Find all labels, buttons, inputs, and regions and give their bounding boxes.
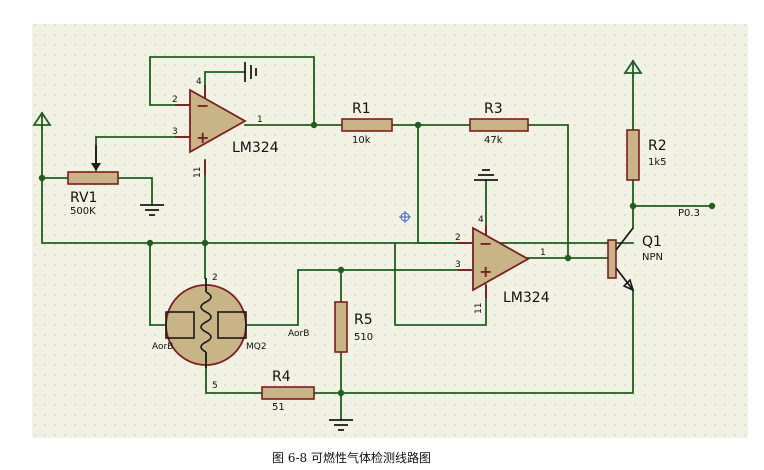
power-arrow-left	[32, 111, 52, 129]
schematic-grid	[32, 24, 748, 438]
sensor-pin-b: AorB	[288, 329, 309, 339]
resistor-r3: R3 47k	[469, 101, 529, 146]
r3-label: R3	[484, 101, 503, 117]
r2-value: 1k5	[648, 157, 667, 168]
ground-u2	[474, 169, 498, 181]
power-arrow-icon	[32, 111, 52, 126]
wire-r3-feedback	[527, 124, 569, 259]
potentiometer-rv1: RV1 500K	[67, 145, 119, 217]
rv1-label: RV1	[70, 190, 97, 206]
u2-pin-1: 1	[540, 248, 546, 258]
q1-type: NPN	[642, 252, 663, 263]
ground-rv1	[140, 204, 164, 216]
resistor-r4: R4 51	[261, 369, 315, 413]
ground-u1	[244, 62, 257, 82]
wire-u2-noninv	[247, 269, 471, 326]
emitter-arrow-icon	[622, 278, 635, 292]
u1-pin-11: 11	[193, 167, 203, 178]
u1-minus-sign: −	[196, 96, 209, 115]
junction	[564, 254, 572, 262]
u1-plus-sign: +	[196, 128, 209, 147]
junction	[337, 389, 345, 397]
r1-label: R1	[352, 101, 371, 117]
crosshair-icon	[399, 211, 411, 223]
opamp-u2: − + 2 3 4 1 11 LM324	[455, 215, 550, 314]
r3-value: 47k	[484, 135, 503, 146]
u2-label: LM324	[503, 290, 550, 306]
wire-u1-feedback	[149, 56, 315, 126]
junction	[38, 174, 46, 182]
junction	[146, 239, 154, 247]
ground-r5	[329, 419, 353, 431]
u2-plus-sign: +	[479, 262, 492, 281]
wire-u2-gnd	[394, 242, 487, 326]
wire-u2-inv	[417, 124, 471, 244]
u2-pin-11: 11	[474, 303, 484, 314]
transistor-q1: Q1 NPN	[607, 227, 663, 292]
power-arrow-q1	[623, 59, 643, 77]
sensor-label: MQ2	[246, 342, 267, 352]
resistor-r5: R5 510	[334, 301, 373, 353]
u1-label: LM324	[232, 140, 279, 156]
junction	[201, 239, 209, 247]
figure-caption: 图 6-8 可燃性气体检测线路图	[272, 450, 431, 465]
resistor-r1: R1 10k	[341, 101, 393, 146]
junction	[337, 266, 345, 274]
r5-value: 510	[354, 332, 373, 343]
u2-pin-4: 4	[478, 215, 484, 225]
junction	[414, 121, 422, 129]
r5-label: R5	[354, 312, 373, 328]
gas-sensor-mq2: 2 5 AorB AorB MQ2	[152, 273, 309, 391]
u1-pin-3: 3	[172, 127, 178, 137]
opamp-u1: − + 2 3 4 1 11 LM324	[172, 77, 279, 178]
sensor-pin-bottom: 5	[212, 381, 218, 391]
r2-label: R2	[648, 138, 667, 154]
u1-pin-2: 2	[172, 95, 178, 105]
r4-label: R4	[272, 369, 291, 385]
output-terminal	[708, 202, 716, 210]
wire-sensor-left	[149, 242, 165, 326]
u1-pin-4: 4	[196, 77, 202, 87]
rv1-value: 500K	[70, 206, 96, 217]
junction	[310, 121, 318, 129]
resistor-r2: R2 1k5	[626, 129, 667, 181]
r1-value: 10k	[352, 135, 371, 146]
power-arrow-icon	[623, 59, 643, 74]
q1-label: Q1	[642, 234, 662, 250]
heater-coil-icon	[200, 291, 212, 353]
wire-r4-left	[205, 364, 263, 394]
wire-r4-right	[313, 289, 634, 394]
junctions	[38, 121, 716, 397]
u2-pin-2: 2	[455, 233, 461, 243]
wire-rv1-ground	[117, 177, 153, 206]
u2-pin-3: 3	[455, 260, 461, 270]
sensor-pin-a: AorB	[152, 342, 173, 352]
junction	[629, 202, 637, 210]
u1-pin-1: 1	[257, 115, 263, 125]
r4-value: 51	[272, 402, 285, 413]
u2-minus-sign: −	[479, 234, 492, 253]
output-label: P0.3	[678, 208, 700, 219]
sensor-pin-top: 2	[212, 273, 218, 283]
